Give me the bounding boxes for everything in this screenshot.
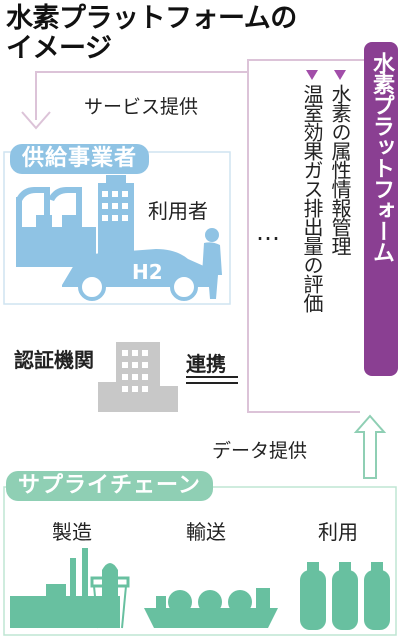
platform-frame-line bbox=[247, 72, 360, 413]
platform-item-1: 水素の属性情報管理 bbox=[328, 84, 352, 255]
supply-chain-illustration bbox=[10, 548, 390, 630]
stage-transport-label: 輸送 bbox=[186, 520, 226, 544]
data-arrow bbox=[353, 414, 387, 479]
diagram-title-line1: 水素プラットフォームの bbox=[6, 3, 297, 34]
supplier-user-label: 利用者 bbox=[148, 199, 208, 223]
diagram-title-line2: イメージ bbox=[6, 33, 112, 64]
service-flow-line bbox=[247, 59, 364, 72]
plant-icon bbox=[16, 187, 96, 267]
service-arrowhead bbox=[21, 111, 51, 130]
supplier-label: 供給事業者 bbox=[10, 144, 150, 174]
service-arrow-label: サービス提供 bbox=[84, 96, 199, 118]
platform-label: 水素プラットフォーム bbox=[364, 42, 398, 376]
ship-icon bbox=[144, 588, 278, 628]
service-arrow-line bbox=[35, 71, 248, 120]
certifier-label: 認証機関 bbox=[14, 348, 94, 372]
supplier-h2-label: H2 bbox=[132, 260, 163, 284]
supply-chain-label: サプライチェーン bbox=[6, 471, 213, 501]
bullet-triangle-icon bbox=[306, 70, 318, 80]
factory-icon bbox=[10, 548, 130, 629]
hydrogen-tanks-icon bbox=[300, 562, 390, 630]
person-icon bbox=[202, 228, 222, 299]
bullet-triangle-icon bbox=[334, 70, 346, 80]
supplier-illustration bbox=[16, 175, 222, 301]
platform-item-2: 温室効果ガス排出量の評価 bbox=[300, 84, 324, 312]
certifier-building-icon bbox=[98, 342, 178, 412]
stage-production-label: 製造 bbox=[52, 520, 92, 544]
hydrogen-car-icon bbox=[62, 249, 214, 301]
data-arrow-label: データ提供 bbox=[212, 440, 308, 462]
ellipsis: … bbox=[256, 218, 280, 246]
link-label: 連携 bbox=[186, 352, 226, 376]
stage-use-label: 利用 bbox=[318, 520, 358, 544]
